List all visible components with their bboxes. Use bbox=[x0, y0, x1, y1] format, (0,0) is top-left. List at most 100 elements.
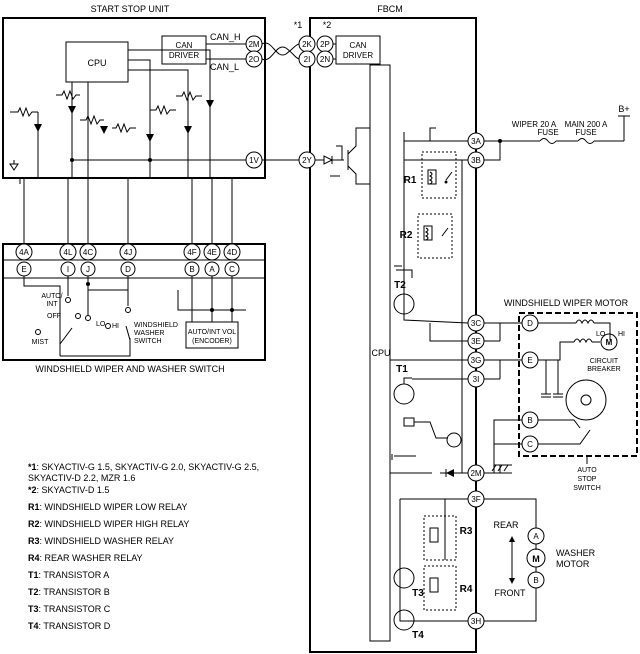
relay-r1 bbox=[421, 151, 457, 199]
legend-key: R4 bbox=[28, 553, 40, 563]
legend-text: : TRANSISTOR A bbox=[39, 570, 110, 580]
transistor-t4 bbox=[393, 609, 415, 631]
relay-r3 bbox=[423, 515, 457, 561]
circuit-breaker-l1: CIRCUIT bbox=[590, 358, 619, 365]
legend-text: : REAR WASHER RELAY bbox=[40, 553, 143, 563]
legend-row: T3: TRANSISTOR C bbox=[28, 604, 111, 614]
switch-off-label: OFF bbox=[47, 313, 61, 320]
switch-inner-d: D bbox=[125, 265, 131, 274]
legend-text: : TRANSISTOR B bbox=[39, 587, 110, 597]
switch-inner-b: B bbox=[189, 265, 194, 274]
transistor-t3 bbox=[393, 567, 415, 589]
legend-row: R3: WINDSHIELD WASHER RELAY bbox=[28, 536, 174, 546]
wiper-fuse-l1: WIPER 20 A bbox=[512, 120, 557, 129]
fbcm-terminal-3a-label: 3A bbox=[471, 137, 481, 146]
start-stop-unit: CPU CAN DRIVER CAN_H CAN_L bbox=[2, 17, 266, 179]
can-h-label: CAN_H bbox=[210, 32, 241, 42]
fbcm-terminal-2k-label: 2K bbox=[302, 40, 312, 49]
r4-label: R4 bbox=[460, 584, 473, 595]
circuit-breaker-l2: BREAKER bbox=[587, 366, 620, 373]
switch-mist-label: MIST bbox=[32, 339, 49, 346]
legend-text: : SKYACTIV-D 1.5 bbox=[37, 485, 110, 495]
washer-motor: A B M bbox=[484, 498, 546, 622]
r3-label: R3 bbox=[460, 526, 473, 537]
fbcm-terminal-2n-label: 2N bbox=[320, 55, 330, 64]
switch-terminal-4j: 4J bbox=[124, 248, 132, 257]
mark-star1: *1 bbox=[294, 20, 303, 30]
motor-terminal-c: C bbox=[527, 440, 533, 449]
fbcm-right-terminals: 3A 3B 3C 3E 3G 3I 2M 3F 3H bbox=[467, 132, 485, 630]
legend-key: T4 bbox=[28, 621, 39, 631]
ssu-can-driver-l1: CAN bbox=[176, 41, 193, 50]
r1-label: R1 bbox=[404, 175, 417, 186]
washer-front-label: FRONT bbox=[495, 588, 526, 598]
transistor-t2 bbox=[393, 293, 415, 315]
switch-inner-e: E bbox=[21, 265, 26, 274]
ssu-terminal-2o-label: 2O bbox=[249, 55, 260, 64]
switch-terminal-4c: 4C bbox=[83, 248, 93, 257]
legend-row: T1: TRANSISTOR A bbox=[28, 570, 109, 580]
fbcm-cpu-label: CPU bbox=[371, 348, 390, 358]
fbcm-terminal-3c-label: 3C bbox=[471, 319, 481, 328]
auto-stop-cam bbox=[565, 379, 607, 421]
fbcm-terminal-3e-label: 3E bbox=[471, 337, 481, 346]
fbcm-terminal-2p-label: 2P bbox=[320, 40, 330, 49]
legend-text: : WINDSHIELD WIPER HIGH RELAY bbox=[40, 519, 190, 529]
switch-terminal-4a: 4A bbox=[19, 248, 29, 257]
fbcm-title: FBCM bbox=[377, 4, 403, 14]
washer-m-label: M bbox=[532, 554, 540, 564]
legend-text: SKYACTIV-D 2.2, MZR 1.6 bbox=[28, 473, 135, 483]
legend-text: : TRANSISTOR D bbox=[39, 621, 111, 631]
r2-label: R2 bbox=[400, 230, 413, 241]
switch-hi-label: HI bbox=[112, 323, 119, 330]
fbcm-unit: CPU CAN DRIVER 2K 2P 2I 2N 2Y 3A 3B 3C 3… bbox=[298, 17, 485, 653]
fbcm-terminal-3b-label: 3B bbox=[471, 156, 481, 165]
switch-auto-int-l2: INT bbox=[46, 301, 58, 308]
legend-text: : TRANSISTOR C bbox=[39, 604, 111, 614]
transistor-t1 bbox=[393, 383, 415, 405]
legend-text: : WINDSHIELD WIPER LOW RELAY bbox=[40, 502, 188, 512]
auto-stop-l1: AUTO bbox=[577, 467, 597, 474]
mark-star2: *2 bbox=[323, 20, 332, 30]
washer-motor-l1: WASHER bbox=[556, 548, 596, 558]
wiper-motor-title: WINDSHIELD WIPER MOTOR bbox=[504, 298, 629, 308]
fbcm-terminal-2i-label: 2I bbox=[304, 55, 311, 64]
switch-terminal-4l: 4L bbox=[64, 248, 73, 257]
can-twisted-pair bbox=[261, 42, 301, 161]
t4-label: T4 bbox=[412, 630, 424, 641]
start-stop-unit-title: START STOP UNIT bbox=[91, 4, 170, 14]
motor-hi-label: HI bbox=[618, 331, 625, 338]
switch-terminal-4d: 4D bbox=[227, 248, 237, 257]
auto-stop-l3: SWITCH bbox=[573, 485, 601, 492]
power-supply: WIPER 20 A FUSE MAIN 200 A FUSE B+ bbox=[484, 104, 630, 161]
motor-terminal-e: E bbox=[527, 356, 532, 365]
fbcm-cpu-bar bbox=[369, 64, 391, 642]
legend-text: : SKYACTIV-G 1.5, SKYACTIV-G 2.0, SKYACT… bbox=[37, 462, 260, 472]
washer-switch-l3: SWITCH bbox=[134, 338, 162, 345]
fbcm-terminal-3h-label: 3H bbox=[471, 617, 481, 626]
ssu-ground-icon bbox=[9, 160, 19, 171]
t3-label: T3 bbox=[412, 588, 424, 599]
wiper-switch-title: WINDSHIELD WIPER AND WASHER SWITCH bbox=[35, 364, 224, 374]
legend-row: *2: SKYACTIV-D 1.5 bbox=[28, 485, 109, 495]
auto-stop-l2: STOP bbox=[578, 476, 597, 483]
fbcm-can-driver-l2: DRIVER bbox=[343, 51, 373, 60]
legend-row: SKYACTIV-D 2.2, MZR 1.6 bbox=[28, 473, 135, 483]
legend-key: T2 bbox=[28, 587, 39, 597]
auto-int-vol-encoder bbox=[185, 321, 239, 349]
legend-key: R2 bbox=[28, 519, 40, 529]
motor-lo-label: LO bbox=[596, 331, 606, 338]
ssu-can-driver-l2: DRIVER bbox=[169, 51, 199, 60]
can-l-label: CAN_L bbox=[210, 62, 239, 72]
ssu-cpu-box bbox=[65, 41, 129, 83]
relay-r2 bbox=[417, 213, 453, 259]
switch-inner-j: J bbox=[86, 265, 90, 274]
fbcm-can-driver-l1: CAN bbox=[350, 41, 367, 50]
legend-key: *2 bbox=[28, 485, 37, 495]
legend-key: *1 bbox=[28, 462, 37, 472]
ssu-resistors bbox=[10, 89, 202, 134]
washer-switch-l2: WASHER bbox=[134, 330, 164, 337]
washer-terminal-a: A bbox=[533, 532, 539, 541]
motor-m-label: M bbox=[606, 338, 613, 347]
